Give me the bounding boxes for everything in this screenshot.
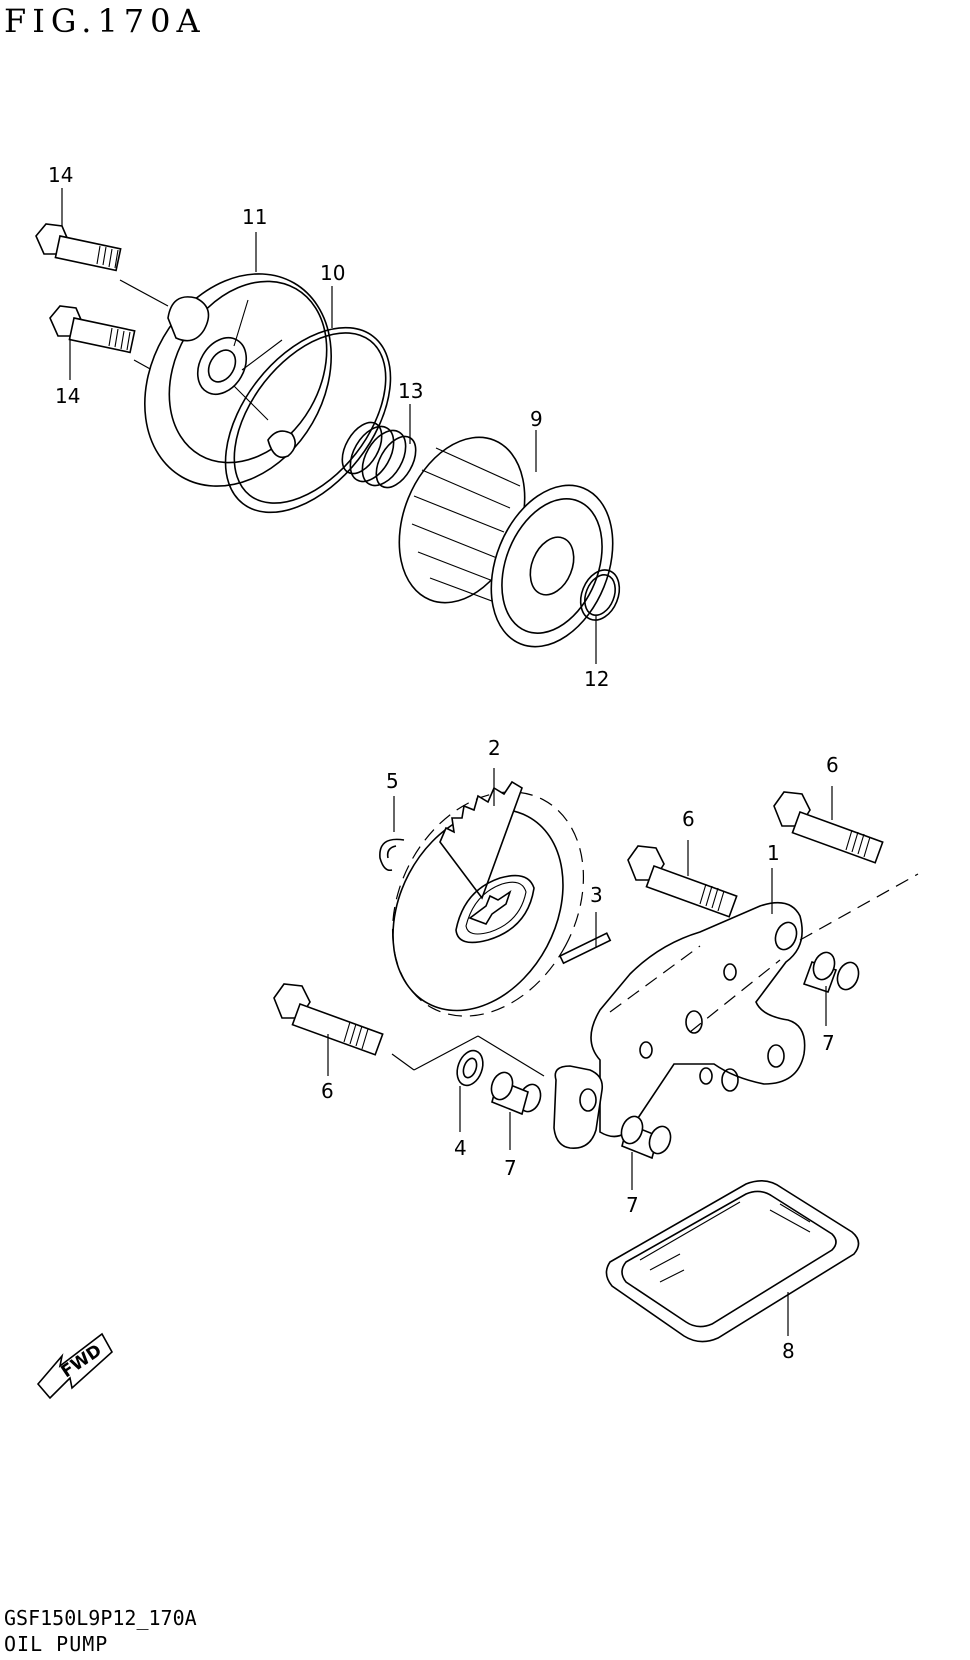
dowel-pin-7-right[interactable] — [802, 949, 862, 994]
callout-4: 4 — [454, 1136, 467, 1160]
bolt-14-upper[interactable] — [35, 223, 122, 272]
callout-8: 8 — [782, 1339, 795, 1363]
bolt-14-lower[interactable] — [49, 305, 136, 354]
callout-7-right: 7 — [822, 1031, 835, 1055]
dowel-pin-7-lower[interactable] — [618, 1113, 674, 1160]
callout-2: 2 — [488, 736, 501, 760]
callout-14-lower: 14 — [55, 384, 80, 408]
pin-3[interactable] — [558, 932, 612, 965]
callout-11: 11 — [242, 205, 267, 229]
callout-6-left: 6 — [321, 1079, 334, 1103]
washer-4[interactable] — [453, 1047, 488, 1089]
oil-pump-body-1[interactable] — [553, 901, 806, 1149]
figure-title: FIG.170A — [4, 2, 206, 40]
e-clip-5[interactable] — [379, 838, 405, 872]
bolt-6-top-right[interactable] — [773, 791, 884, 864]
oil-strainer-8[interactable] — [605, 1180, 860, 1343]
callout-5: 5 — [386, 769, 399, 793]
callout-3: 3 — [590, 883, 603, 907]
bolt-6-left[interactable] — [273, 983, 384, 1056]
callout-13: 13 — [398, 379, 423, 403]
callout-10: 10 — [320, 261, 345, 285]
callout-14-upper: 14 — [48, 163, 73, 187]
bolt-6-middle[interactable] — [627, 845, 738, 918]
callout-6-middle: 6 — [682, 807, 695, 831]
oil-filter-9[interactable] — [376, 419, 635, 665]
callout-9: 9 — [530, 407, 543, 431]
spring-13[interactable] — [334, 416, 424, 494]
callout-1: 1 — [767, 841, 780, 865]
o-ring-10[interactable] — [192, 297, 423, 543]
fwd-arrow-badge: FWD — [36, 1332, 114, 1400]
callout-12: 12 — [584, 667, 609, 691]
o-ring-12[interactable] — [574, 564, 627, 626]
figure-caption: OIL PUMP — [4, 1632, 109, 1656]
drawing-code: GSF150L9P12_170A — [4, 1606, 197, 1630]
callout-6-top-right: 6 — [826, 753, 839, 777]
callout-7-lower: 7 — [626, 1193, 639, 1217]
pump-gear-2[interactable] — [355, 758, 621, 1049]
callout-7-middle: 7 — [504, 1156, 517, 1180]
dowel-pin-7-middle[interactable] — [488, 1069, 544, 1116]
